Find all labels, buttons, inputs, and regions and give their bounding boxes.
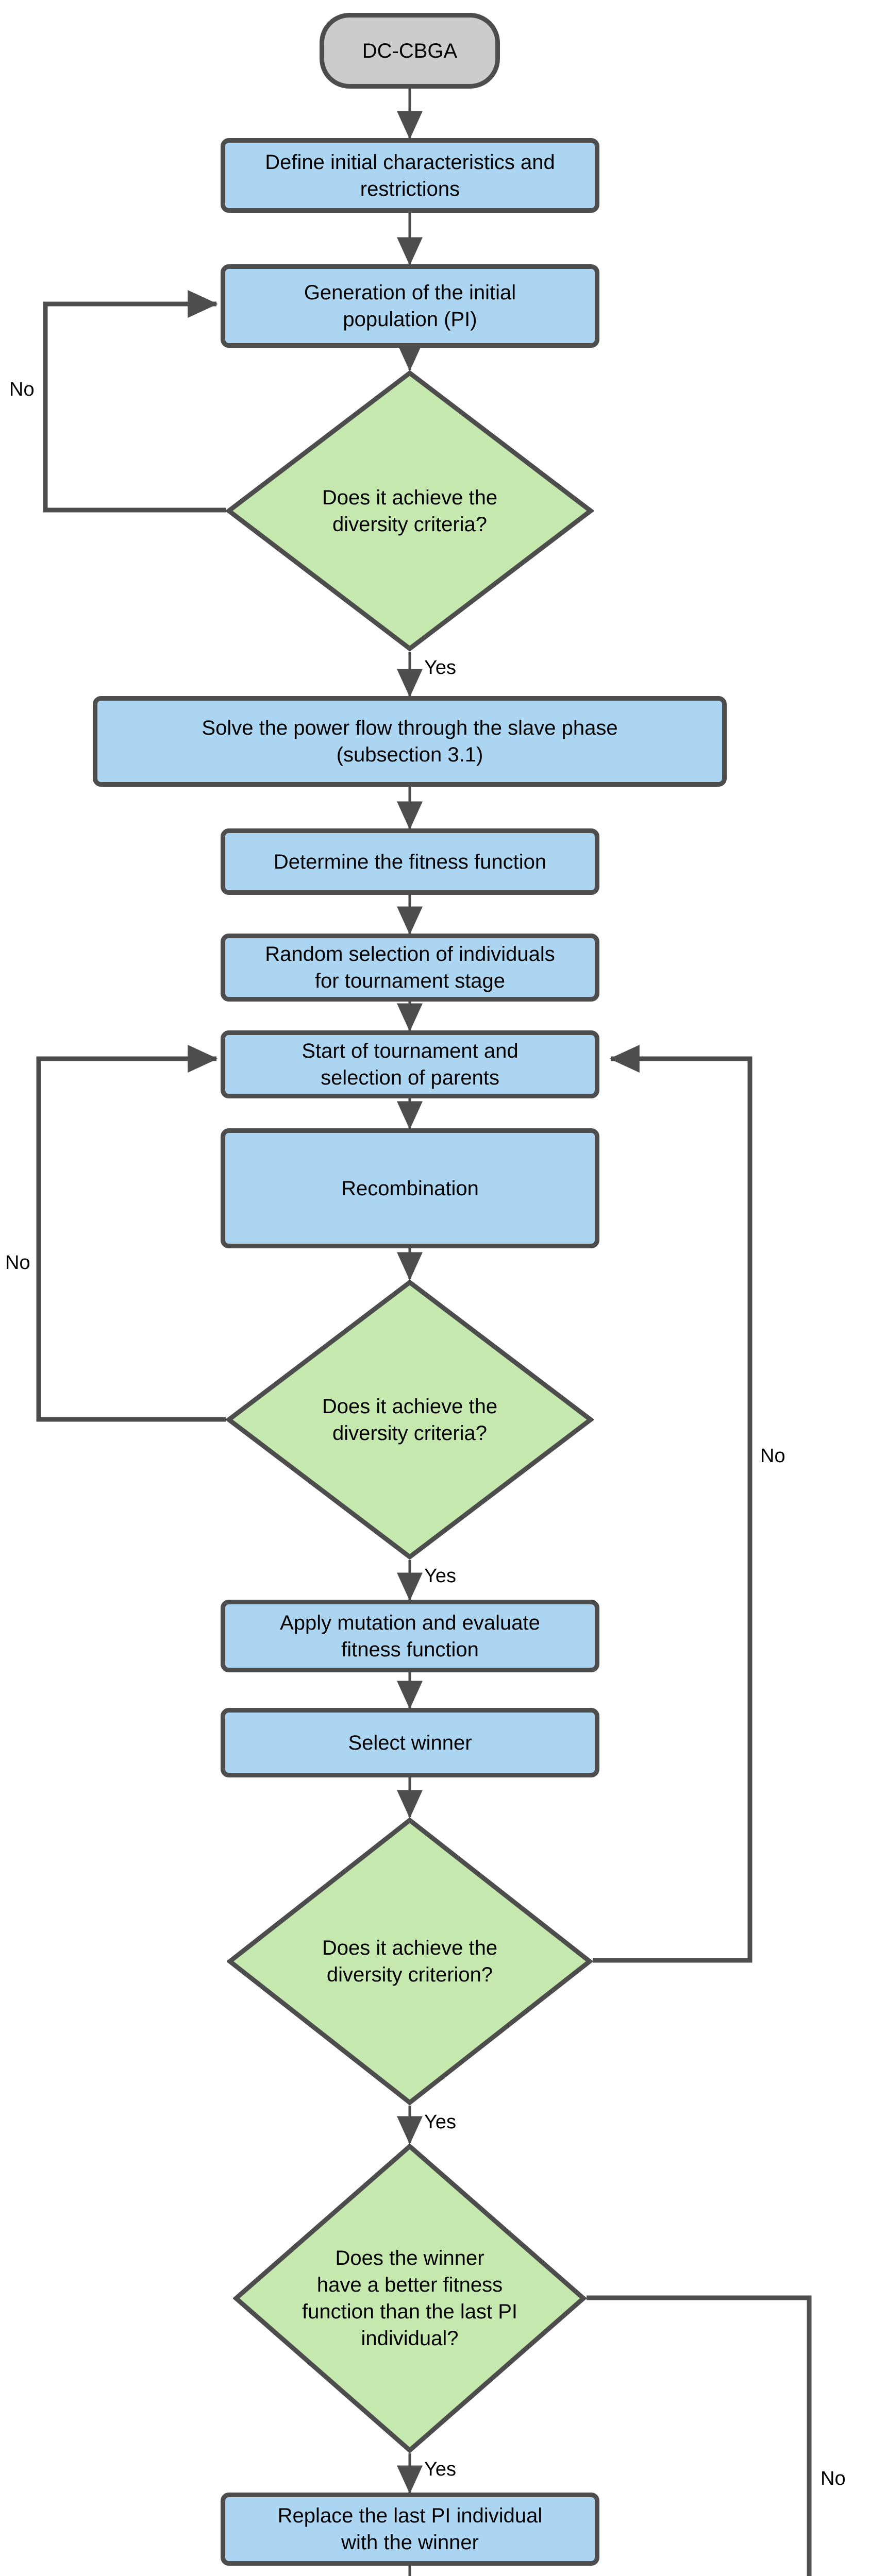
node-powerflow-label: Solve the power flow through the slave p… bbox=[202, 717, 618, 766]
diamond-shape-4 bbox=[233, 2143, 587, 2453]
node-recombination-label: Recombination bbox=[341, 1177, 479, 1200]
edge-label-diversity3-no: No bbox=[760, 1445, 785, 1467]
edge-diversity2-no bbox=[36, 1045, 226, 1422]
node-start-label: DC-CBGA bbox=[362, 39, 458, 62]
node-randomselect-label: Random selection of individuals for tour… bbox=[265, 943, 555, 992]
node-recombination[interactable]: Recombination bbox=[221, 1128, 599, 1248]
node-decision-better-fitness[interactable]: Does the winner have a better fitness fu… bbox=[233, 2143, 587, 2453]
node-start-tournament[interactable]: Start of tournament and selection of par… bbox=[221, 1030, 599, 1098]
node-decision-diversity-criterion-3[interactable]: Does it achieve the diversity criterion? bbox=[227, 1817, 593, 2106]
edge-label-betterfitness-yes: Yes bbox=[424, 2459, 456, 2480]
node-decision1-label: Does it achieve the diversity criteria? bbox=[322, 486, 498, 536]
node-apply-mutation[interactable]: Apply mutation and evaluate fitness func… bbox=[221, 1600, 599, 1672]
node-determine-fitness-function[interactable]: Determine the fitness function bbox=[221, 828, 599, 895]
node-select-winner[interactable]: Select winner bbox=[221, 1708, 599, 1777]
edge-label-diversity1-yes: Yes bbox=[424, 657, 456, 679]
node-decision3-label: Does it achieve the diversity criterion? bbox=[322, 1937, 498, 1986]
node-decision-diversity-criteria-2[interactable]: Does it achieve the diversity criteria? bbox=[226, 1279, 594, 1560]
node-start-terminator[interactable]: DC-CBGA bbox=[320, 13, 500, 89]
node-random-selection-individuals[interactable]: Random selection of individuals for tour… bbox=[221, 934, 599, 1002]
edge-diversity1-no bbox=[43, 290, 226, 513]
node-tournament-label: Start of tournament and selection of par… bbox=[302, 1040, 518, 1089]
node-define-initial-characteristics[interactable]: Define initial characteristics and restr… bbox=[221, 138, 599, 213]
node-replace-last-pi-individual[interactable]: Replace the last PI individual with the … bbox=[221, 2493, 599, 2566]
node-replace-label: Replace the last PI individual with the … bbox=[277, 2504, 543, 2554]
edge-label-diversity2-no: No bbox=[5, 1252, 30, 1274]
node-generate-initial-population[interactable]: Generation of the initial population (PI… bbox=[221, 264, 599, 348]
edge-label-diversity3-yes: Yes bbox=[424, 2111, 456, 2133]
node-decision4-label: Does the winner have a better fitness fu… bbox=[302, 2247, 518, 2350]
node-define-label: Define initial characteristics and restr… bbox=[265, 150, 555, 200]
diamond-shape-2 bbox=[226, 1279, 594, 1560]
node-mutation-label: Apply mutation and evaluate fitness func… bbox=[280, 1611, 540, 1661]
node-fitness-label: Determine the fitness function bbox=[273, 850, 547, 873]
diamond-shape-1 bbox=[226, 370, 594, 652]
node-generate-label: Generation of the initial population (PI… bbox=[304, 281, 516, 331]
edge-diversity3-no bbox=[593, 1045, 752, 1963]
edge-betterfitness-no bbox=[587, 2295, 812, 2576]
edge-label-diversity1-no: No bbox=[9, 379, 35, 400]
node-selectwinner-label: Select winner bbox=[348, 1731, 472, 1754]
node-solve-power-flow[interactable]: Solve the power flow through the slave p… bbox=[93, 696, 727, 787]
node-decision-diversity-criteria-1[interactable]: Does it achieve the diversity criteria? bbox=[226, 370, 594, 652]
node-decision2-label: Does it achieve the diversity criteria? bbox=[322, 1395, 498, 1445]
diamond-shape-3 bbox=[227, 1817, 593, 2106]
edge-label-diversity2-yes: Yes bbox=[424, 1565, 456, 1587]
edge-label-betterfitness-no: No bbox=[821, 2468, 846, 2489]
